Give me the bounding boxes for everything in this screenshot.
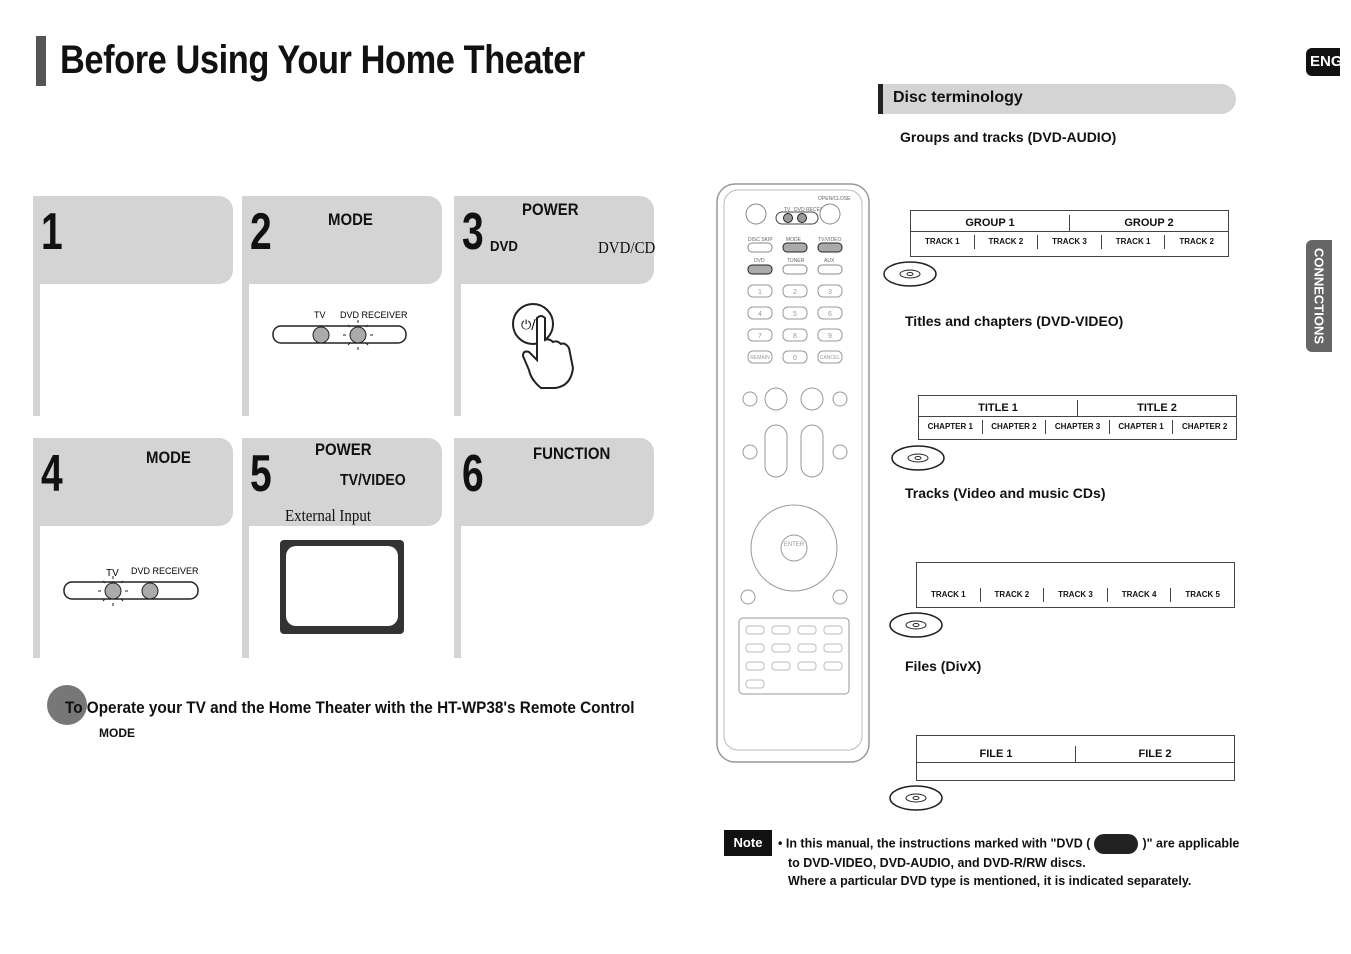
svg-text:TUNER: TUNER xyxy=(787,258,805,264)
step-label: MODE xyxy=(328,210,373,229)
svg-text:REMAIN: REMAIN xyxy=(750,355,770,361)
note-badge: Note xyxy=(724,830,772,856)
titles-chapters-diagram: TITLE 1 TITLE 2 CHAPTER 1 CHAPTER 2 CHAP… xyxy=(918,395,1237,440)
power-button-press-icon: ⏻/I xyxy=(512,303,575,389)
step-label: FUNCTION xyxy=(533,444,611,463)
mode-switch-icon: TV DVD RECEIVER xyxy=(272,310,408,350)
svg-text:DVD RECEIVER: DVD RECEIVER xyxy=(794,207,832,213)
svg-text:7: 7 xyxy=(758,333,762,340)
step-sublabel-dvdcd: DVD/CD xyxy=(598,238,656,257)
svg-text:DVD: DVD xyxy=(754,258,765,264)
svg-text:ENTER: ENTER xyxy=(784,542,805,548)
svg-text:CANCEL: CANCEL xyxy=(820,355,841,361)
language-tab: ENG xyxy=(1306,48,1340,76)
step-number: 3 xyxy=(462,203,484,261)
svg-text:OPEN/CLOSE: OPEN/CLOSE xyxy=(818,196,851,202)
disc-icon xyxy=(883,261,937,287)
tracks-cd-diagram: TRACK 1 TRACK 2 TRACK 3 TRACK 4 TRACK 5 xyxy=(916,562,1235,608)
note-text: • In this manual, the instructions marke… xyxy=(778,834,1248,890)
step-2: 2 MODE TV DVD RECEIVER xyxy=(242,196,442,416)
disc-icon xyxy=(889,612,943,638)
titles-chapters-label: Titles and chapters (DVD-VIDEO) xyxy=(905,313,1124,329)
svg-text:2: 2 xyxy=(793,289,797,296)
step-3: 3 POWER DVD DVD/CD ⏻/I xyxy=(454,196,656,416)
svg-text:5: 5 xyxy=(793,311,797,318)
step-sublabel: TV/VIDEO xyxy=(340,472,406,489)
step-1: 1 xyxy=(33,196,233,416)
groups-tracks-diagram: GROUP 1 GROUP 2 TRACK 1 TRACK 2 TRACK 3 … xyxy=(910,210,1229,257)
dvd-disc-icon xyxy=(1094,834,1139,854)
tracks-cd-label: Tracks (Video and music CDs) xyxy=(905,485,1106,501)
svg-text:TV: TV xyxy=(784,207,791,213)
step-label: POWER xyxy=(522,200,579,219)
svg-text:0: 0 xyxy=(793,355,797,362)
step-label: MODE xyxy=(146,448,191,467)
subsection-title: To Operate your TV and the Home Theater … xyxy=(65,698,635,717)
tv-screen-icon xyxy=(280,540,404,634)
remote-control-illustration: TV DVD RECEIVER OPEN/CLOSE DISC SKIP MOD… xyxy=(716,183,870,763)
svg-text:TV: TV xyxy=(314,310,326,320)
svg-text:1: 1 xyxy=(758,289,762,296)
svg-text:4: 4 xyxy=(758,311,762,318)
step-label: POWER xyxy=(315,440,372,459)
svg-text:TV/VIDEO: TV/VIDEO xyxy=(818,237,841,243)
groups-tracks-label: Groups and tracks (DVD-AUDIO) xyxy=(900,129,1117,145)
files-divx-diagram: FILE 1 FILE 2 xyxy=(916,735,1235,781)
step-number: 2 xyxy=(250,203,272,261)
svg-text:8: 8 xyxy=(793,333,797,340)
step-number: 4 xyxy=(41,445,63,503)
disc-icon xyxy=(891,445,945,471)
page-title: Before Using Your Home Theater xyxy=(60,38,585,82)
step-5: 5 POWER TV/VIDEO External Input xyxy=(242,438,442,658)
svg-text:DISC SKIP: DISC SKIP xyxy=(748,237,773,243)
step-sublabel-dvd: DVD xyxy=(490,238,518,255)
subsection-mode-label: MODE xyxy=(99,726,135,740)
disc-icon xyxy=(889,785,943,811)
svg-text:AUX: AUX xyxy=(824,258,835,264)
step-number: 6 xyxy=(462,445,484,503)
svg-text:TV: TV xyxy=(106,568,119,579)
svg-text:9: 9 xyxy=(828,333,832,340)
section-tab-connections: CONNECTIONS xyxy=(1306,240,1332,352)
disc-terminology-heading: Disc terminology xyxy=(878,84,1236,114)
step-number: 5 xyxy=(250,445,272,503)
step-6: 6 FUNCTION xyxy=(454,438,654,658)
subsection-marker xyxy=(47,685,87,725)
svg-text:⏻/I: ⏻/I xyxy=(521,318,540,333)
svg-text:3: 3 xyxy=(828,289,832,296)
step-4: 4 MODE TV DVD RECEIVER xyxy=(33,438,233,658)
files-divx-label: Files (DivX) xyxy=(905,658,982,674)
step-number: 1 xyxy=(41,203,63,261)
step-caption: External Input xyxy=(285,506,371,525)
svg-text:6: 6 xyxy=(828,311,832,318)
mode-switch-icon: TV DVD RECEIVER xyxy=(63,566,199,606)
title-accent-bar xyxy=(36,36,46,86)
svg-text:DVD RECEIVER: DVD RECEIVER xyxy=(340,310,408,320)
svg-text:DVD RECEIVER: DVD RECEIVER xyxy=(131,566,199,576)
svg-text:MODE: MODE xyxy=(786,237,802,243)
